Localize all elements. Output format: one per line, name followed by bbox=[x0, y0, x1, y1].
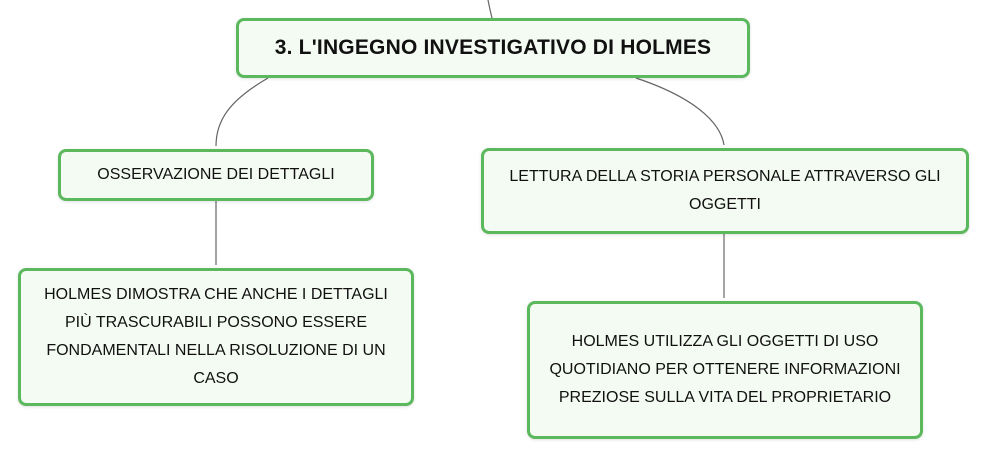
reading-detail-node[interactable]: HOLMES UTILIZZA GLI OGGETTI DI USO QUOTI… bbox=[527, 301, 923, 439]
reading-node[interactable]: LETTURA DELLA STORIA PERSONALE ATTRAVERS… bbox=[481, 148, 969, 234]
observation-detail-label: HOLMES DIMOSTRA CHE ANCHE I DETTAGLI PIÙ… bbox=[44, 286, 388, 387]
connector-root-to-observation bbox=[215, 77, 269, 147]
reading-detail-label: HOLMES UTILIZZA GLI OGGETTI DI USO QUOTI… bbox=[549, 333, 901, 406]
root-node[interactable]: 3. L'INGEGNO INVESTIGATIVO DI HOLMES bbox=[236, 18, 750, 78]
observation-detail-node[interactable]: HOLMES DIMOSTRA CHE ANCHE I DETTAGLI PIÙ… bbox=[18, 268, 414, 406]
connector-parent-to-root bbox=[487, 0, 493, 19]
observation-node[interactable]: OSSERVAZIONE DEI DETTAGLI bbox=[58, 149, 374, 201]
root-node-label: 3. L'INGEGNO INVESTIGATIVO DI HOLMES bbox=[274, 36, 712, 59]
connector-root-to-reading bbox=[635, 77, 725, 146]
observation-node-label: OSSERVAZIONE DEI DETTAGLI bbox=[97, 166, 335, 183]
reading-node-label: LETTURA DELLA STORIA PERSONALE ATTRAVERS… bbox=[509, 168, 941, 213]
